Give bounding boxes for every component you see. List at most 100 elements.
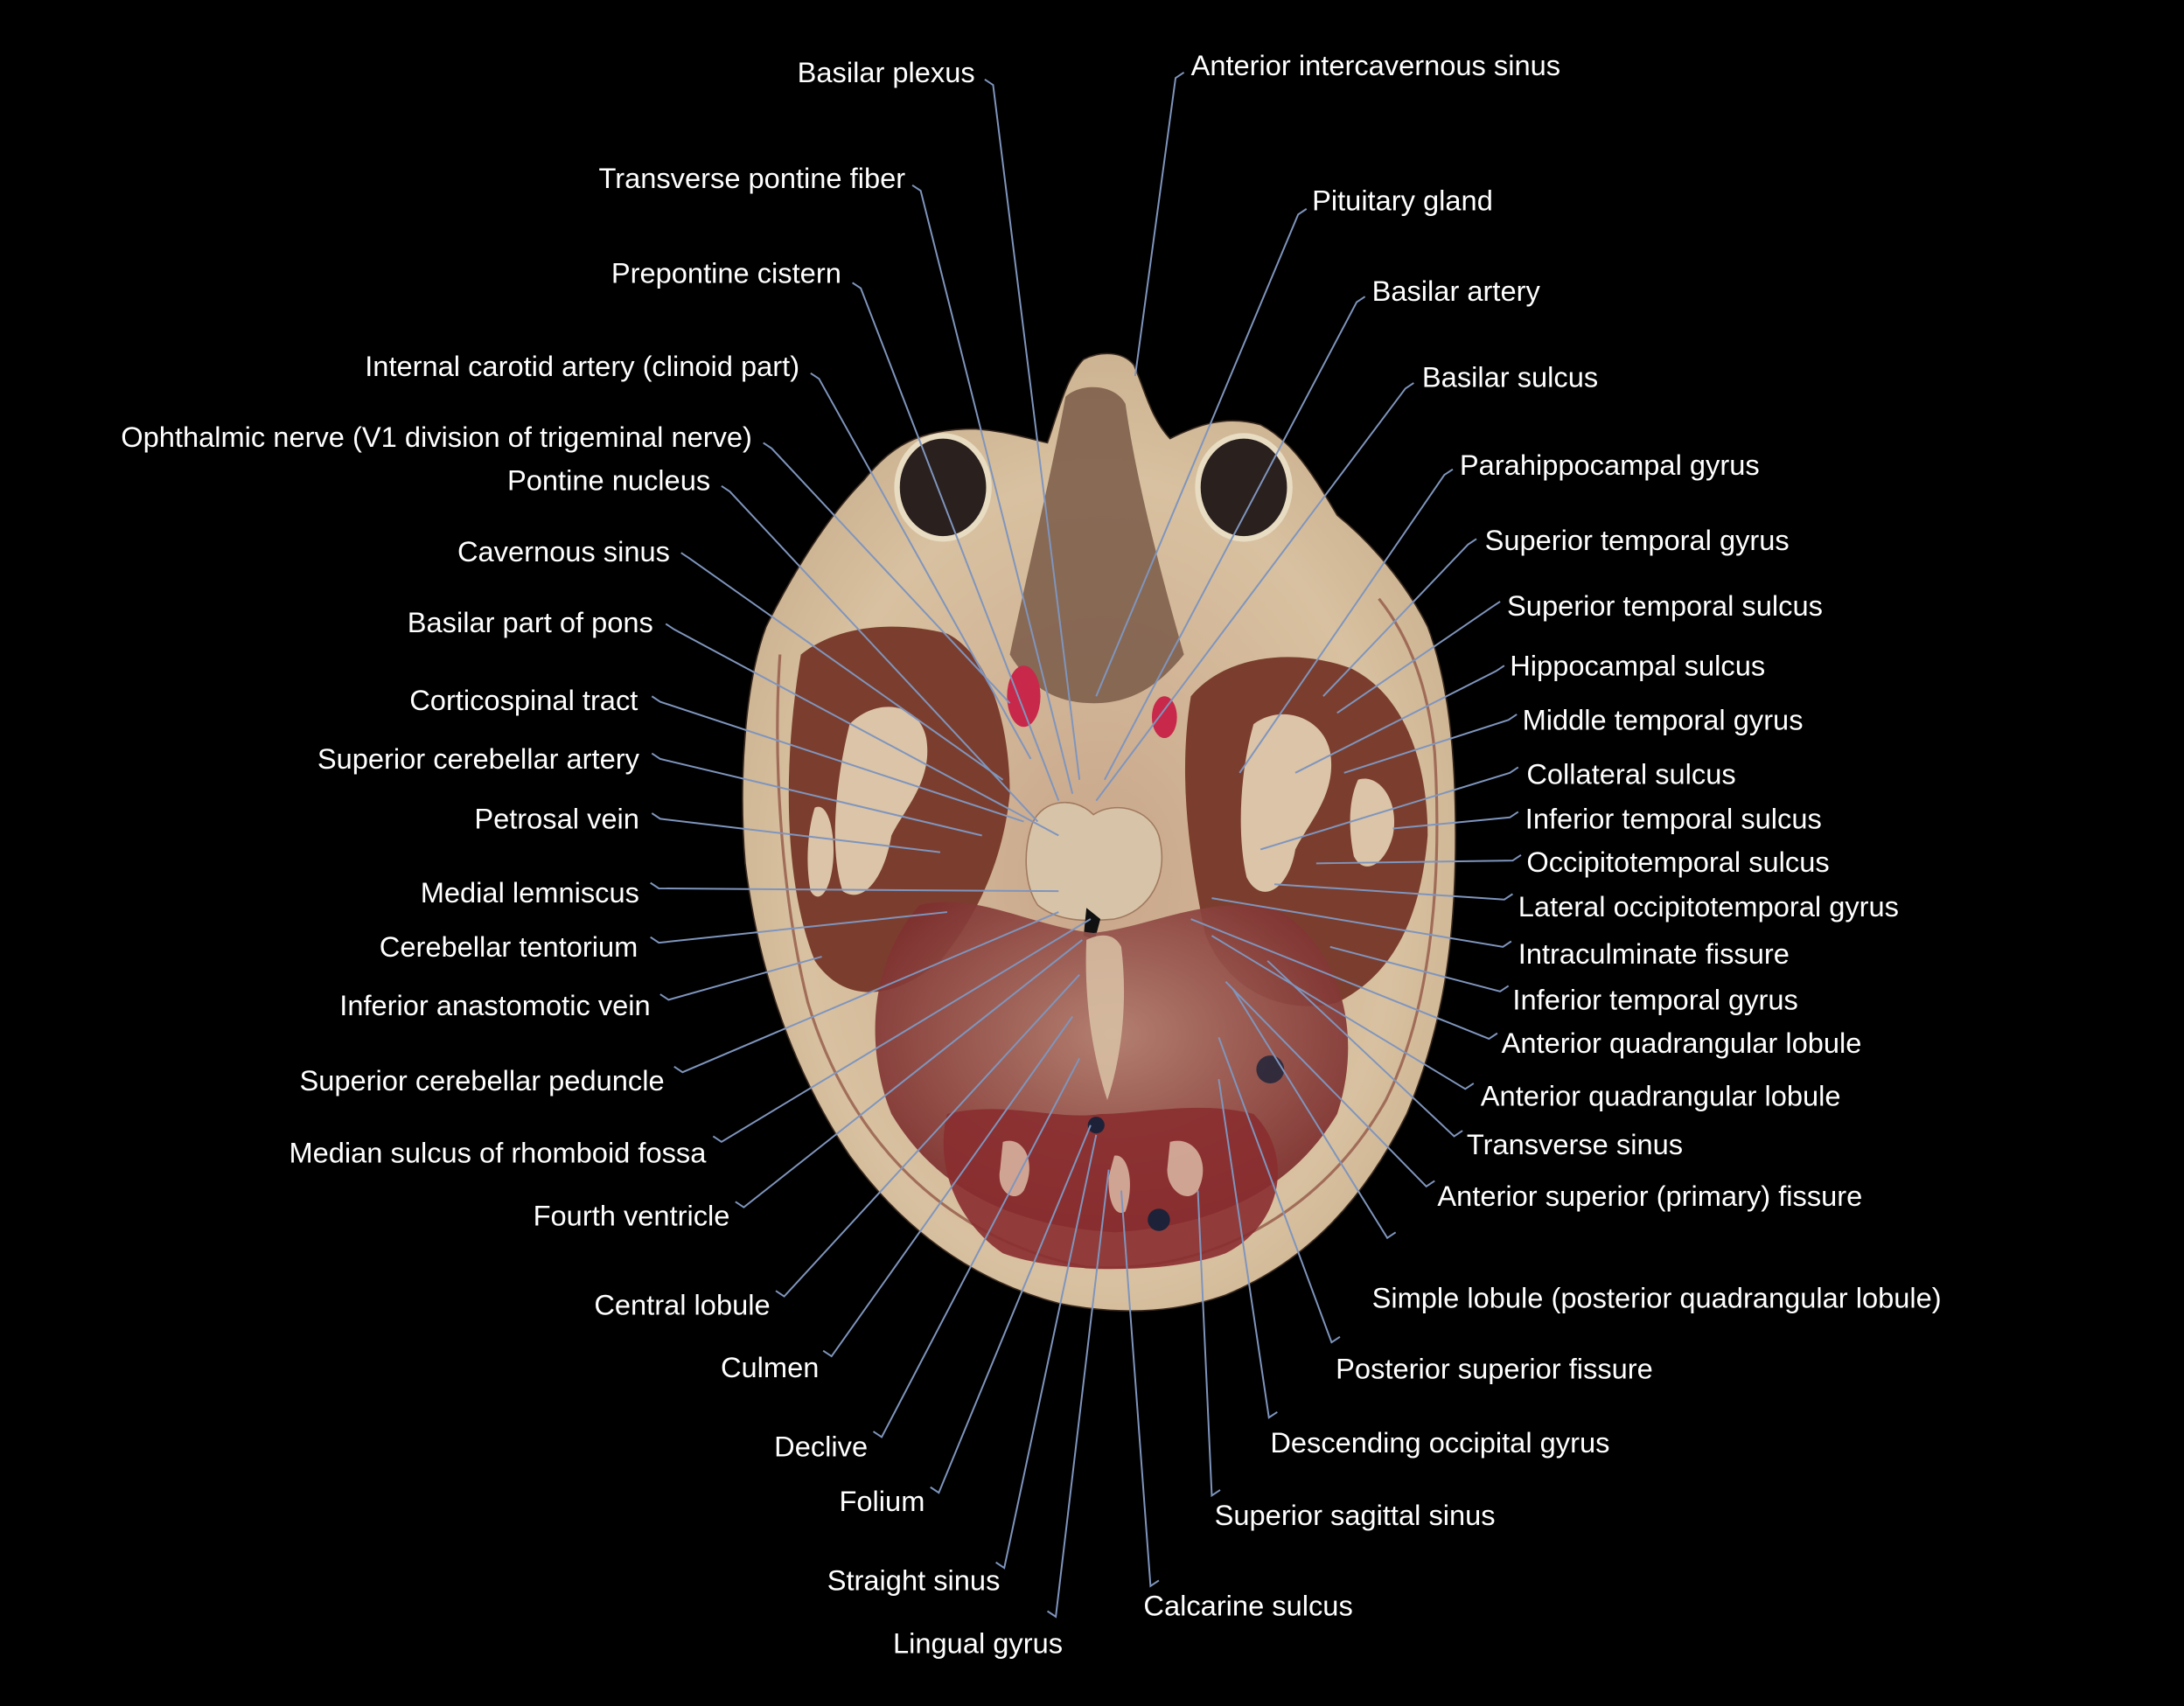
leader-line-internal-carotid-artery-clinoid-part: [810, 372, 1032, 760]
leader-line-anterior-quadrangular-lobule: [1190, 918, 1498, 1041]
label-superior-temporal-gyrus: Superior temporal gyrus: [1485, 524, 1790, 556]
label-cavernous-sinus: Cavernous sinus: [457, 535, 670, 568]
leader-line-lateral-occipitotemporal-gyrus: [1274, 883, 1513, 901]
label-anterior-quadrangular-lobule: Anterior quadrangular lobule: [1481, 1079, 1841, 1111]
leader-line-basilar-plexus: [984, 78, 1081, 780]
label-medial-lemniscus: Medial lemniscus: [421, 876, 639, 909]
leader-line-folium: [930, 1125, 1092, 1494]
label-pituitary-gland: Pituitary gland: [1312, 184, 1493, 216]
leader-line-superior-temporal-sulcus: [1336, 601, 1501, 714]
white-matter: [807, 707, 1395, 897]
label-transverse-sinus: Transverse sinus: [1467, 1128, 1683, 1160]
label-parahippocampal-gyrus: Parahippocampal gyrus: [1460, 449, 1760, 481]
leader-line-superior-cerebellar-artery: [651, 752, 982, 837]
label-middle-temporal-gyrus: Middle temporal gyrus: [1523, 703, 1804, 735]
leader-line-petrosal-vein: [651, 812, 941, 853]
label-basilar-part-of-pons: Basilar part of pons: [408, 606, 653, 638]
leader-line-median-sulcus-of-rhomboid-fossa: [712, 918, 1092, 1144]
label-declive: Declive: [774, 1431, 868, 1463]
leader-line-medial-lemniscus: [650, 881, 1059, 893]
label-collateral-sulcus: Collateral sulcus: [1526, 758, 1735, 790]
label-calcarine-sulcus: Calcarine sulcus: [1143, 1589, 1352, 1621]
label-posterior-superior-fissure: Posterior superior fissure: [1336, 1353, 1653, 1385]
label-folium: Folium: [839, 1485, 925, 1517]
straight-sinus-dot: [1087, 1117, 1105, 1134]
fourth-ventricle: [1083, 908, 1101, 940]
label-lateral-occipitotemporal-gyrus: Lateral occipitotemporal gyrus: [1518, 890, 1899, 923]
label-descending-occipital-gyrus: Descending occipital gyrus: [1270, 1426, 1609, 1459]
leader-line-basilar-sulcus: [1095, 382, 1414, 802]
leader-line-cavernous-sinus: [680, 552, 1004, 781]
leader-line-superior-sagittal-sinus: [1197, 1190, 1221, 1498]
leader-line-anterior-superior-primary-fissure: [1225, 980, 1435, 1188]
label-internal-carotid-artery-clinoid-part: Internal carotid artery (clinoid part): [365, 350, 799, 382]
right-eye: [1195, 433, 1293, 542]
leader-line-central-lobule: [775, 974, 1080, 1298]
leader-line-cerebellar-tentorium: [650, 911, 947, 944]
leader-line-anterior-intercavernous-sinus: [1134, 71, 1185, 377]
occipital-white-matter: [999, 1140, 1204, 1214]
leader-line-occipitotemporal-sulcus: [1315, 853, 1522, 865]
label-corticospinal-tract: Corticospinal tract: [409, 684, 638, 716]
label-inferior-temporal-sulcus: Inferior temporal sulcus: [1525, 803, 1822, 835]
leader-line-calcarine-sulcus: [1120, 1190, 1160, 1588]
label-basilar-plexus: Basilar plexus: [798, 56, 975, 88]
right-internal-carotid: [1151, 696, 1177, 739]
label-culmen: Culmen: [721, 1351, 819, 1383]
label-inferior-temporal-gyrus: Inferior temporal gyrus: [1512, 984, 1797, 1016]
leader-line-prepontine-cistern: [852, 282, 1060, 802]
nasal-cavity: [1009, 386, 1184, 704]
label-prepontine-cistern: Prepontine cistern: [611, 256, 841, 289]
leader-line-transverse-pontine-fiber: [911, 184, 1074, 794]
label-ophthalmic-nerve-v1-division-of-trigeminal-nerve: Ophthalmic nerve (V1 division of trigemi…: [121, 421, 752, 453]
transverse-sinus-dot: [1256, 1055, 1285, 1083]
leader-line-transverse-sinus: [1266, 960, 1463, 1138]
label-simple-lobule-posterior-quadrangular-lobule: Simple lobule (posterior quadrangular lo…: [1372, 1281, 1942, 1313]
label-straight-sinus: Straight sinus: [827, 1564, 1001, 1597]
label-petrosal-vein: Petrosal vein: [474, 803, 639, 835]
label-superior-sagittal-sinus: Superior sagittal sinus: [1215, 1499, 1496, 1531]
leader-line-descending-occipital-gyrus: [1218, 1079, 1278, 1419]
label-occipitotemporal-sulcus: Occipitotemporal sulcus: [1526, 846, 1829, 878]
leader-line-corticospinal-tract: [651, 695, 1024, 823]
leader-line-pituitary-gland: [1095, 208, 1308, 697]
leader-line-superior-temporal-gyrus: [1322, 538, 1477, 697]
label-anterior-superior-primary-fissure: Anterior superior (primary) fissure: [1437, 1180, 1862, 1212]
leader-line-collateral-sulcus: [1259, 766, 1519, 851]
leader-line-fourth-ventricle: [735, 939, 1083, 1208]
label-basilar-artery: Basilar artery: [1372, 275, 1541, 307]
label-transverse-pontine-fiber: Transverse pontine fiber: [599, 162, 906, 194]
leader-line-declive: [872, 1057, 1081, 1438]
pons: [1025, 801, 1163, 922]
leader-line-straight-sinus: [995, 1134, 1098, 1570]
label-superior-temporal-sulcus: Superior temporal sulcus: [1507, 589, 1823, 622]
label-superior-cerebellar-peduncle: Superior cerebellar peduncle: [299, 1064, 664, 1097]
leader-line-simple-lobule-posterior-quadrangular-lobule: [1232, 988, 1397, 1240]
label-superior-cerebellar-artery: Superior cerebellar artery: [317, 742, 640, 775]
label-central-lobule: Central lobule: [594, 1288, 770, 1320]
label-basilar-sulcus: Basilar sulcus: [1422, 361, 1598, 393]
leader-line-superior-cerebellar-peduncle: [673, 911, 1059, 1074]
leader-line-lingual-gyrus: [1046, 1169, 1110, 1619]
left-eye: [894, 433, 992, 542]
label-intraculminate-fissure: Intraculminate fissure: [1518, 937, 1790, 970]
label-hippocampal-sulcus: Hippocampal sulcus: [1510, 649, 1765, 681]
leader-line-inferior-anastomotic-vein: [659, 956, 822, 1001]
leader-line-posterior-superior-fissure: [1218, 1037, 1341, 1344]
leader-line-parahippocampal-gyrus: [1239, 468, 1454, 774]
label-inferior-anastomotic-vein: Inferior anastomotic vein: [339, 989, 650, 1021]
leader-line-ophthalmic-nerve-v1-division-of-trigeminal-nerve: [763, 442, 1011, 704]
superior-sagittal-sinus-dot: [1148, 1208, 1170, 1231]
leader-lines: [650, 71, 1522, 1619]
left-internal-carotid: [1007, 665, 1041, 728]
vermis: [1085, 935, 1125, 1101]
leader-line-inferior-temporal-gyrus: [1329, 945, 1510, 992]
label-lingual-gyrus: Lingual gyrus: [893, 1626, 1063, 1659]
leader-line-basilar-part-of-pons: [665, 623, 1059, 837]
leader-line-culmen: [822, 1015, 1074, 1358]
leader-line-middle-temporal-gyrus: [1343, 714, 1518, 774]
leader-line-inferior-temporal-sulcus: [1392, 811, 1519, 830]
leader-line-basilar-artery: [1103, 296, 1366, 781]
leader-line-pontine-nucleus: [721, 484, 1039, 823]
